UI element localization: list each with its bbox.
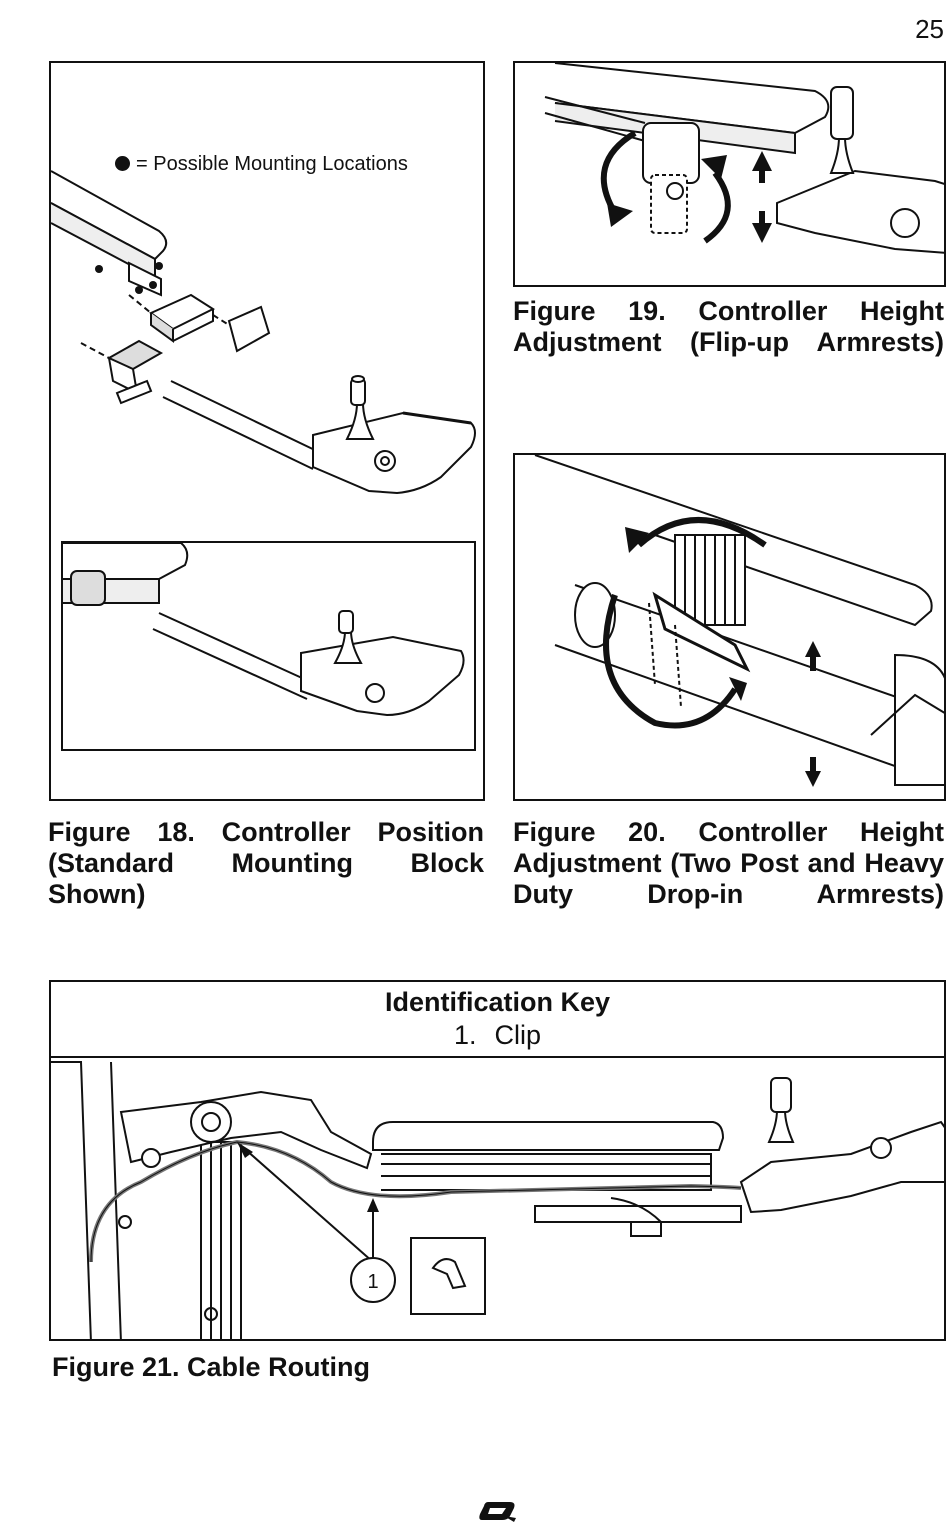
flip-up-height-illustration xyxy=(544,63,944,254)
figure-18-frame: = Possible Mounting Locations xyxy=(49,61,485,801)
identification-key-title: Identification Key xyxy=(384,987,611,1017)
callout-number: 1 xyxy=(367,1271,378,1293)
mounting-dot-icon xyxy=(115,156,130,171)
figure-21-frame: Identification Key 1. Clip xyxy=(49,980,946,1341)
key-item-number: 1. xyxy=(453,1020,477,1050)
figure-19-frame xyxy=(513,61,946,287)
figure-18-caption: Figure 18. Controller Position (Standard… xyxy=(48,817,484,909)
q-logo-icon xyxy=(479,1502,516,1522)
figure-20-caption: Figure 20. Controller Height Adjustment … xyxy=(513,817,944,909)
figure-19-caption: Figure 19. Controller Height Adjustment … xyxy=(513,296,944,357)
drop-in-height-illustration xyxy=(534,455,944,787)
controller-position-illustration xyxy=(51,170,476,495)
identification-key-item: 1. Clip xyxy=(51,1020,944,1051)
figure-21-caption: Figure 21. Cable Routing xyxy=(52,1352,371,1382)
figure-18-inset xyxy=(61,541,476,751)
mounting-legend: = Possible Mounting Locations xyxy=(115,153,408,176)
cable-routing-illustration: 1 xyxy=(51,1061,944,1339)
page-number: 25 xyxy=(915,14,944,44)
identification-key: Identification Key 1. Clip xyxy=(51,982,944,1058)
key-item-label: Clip xyxy=(494,1020,542,1050)
figure-20-frame xyxy=(513,453,946,801)
legend-text: = Possible Mounting Locations xyxy=(136,153,408,175)
inset-controller-illustration xyxy=(63,543,465,717)
